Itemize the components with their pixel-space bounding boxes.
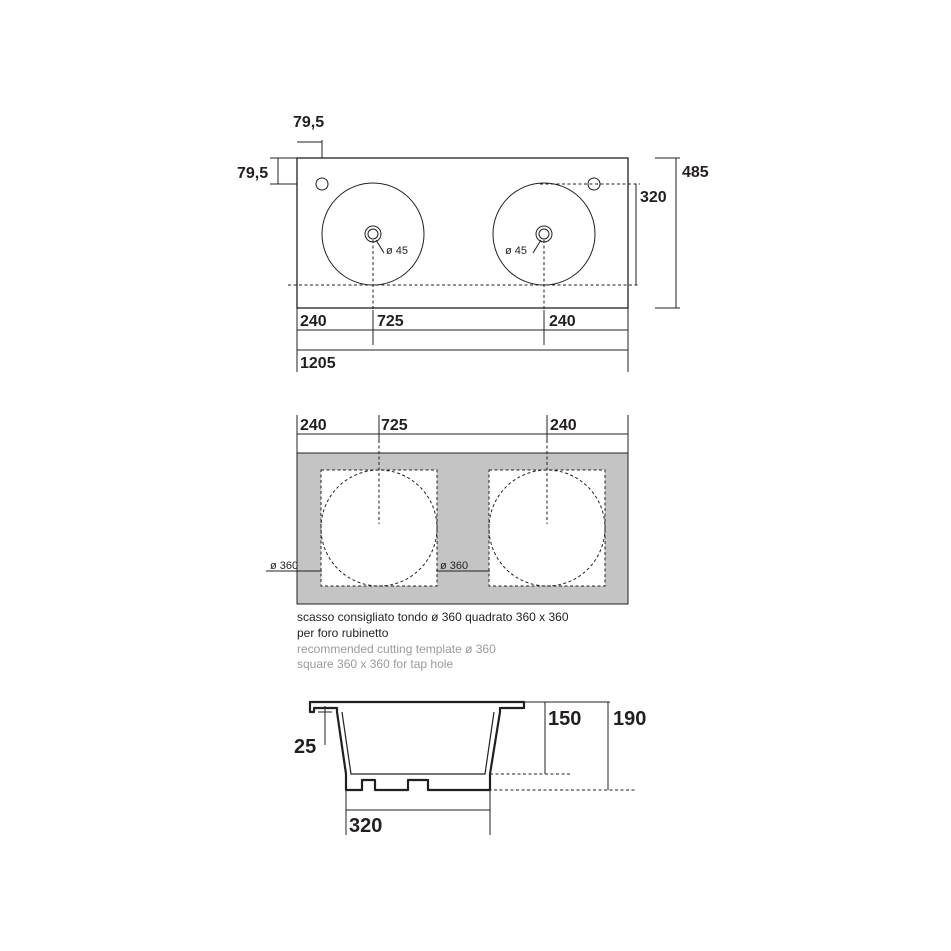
tap-hole-left — [315, 177, 329, 191]
dim-tap-y-label: 79,5 — [237, 165, 268, 182]
dim-total-label: 1205 — [300, 355, 336, 372]
dim-depth-label: 485 — [682, 164, 709, 181]
tap-hole-right — [587, 177, 601, 191]
drain-left-inner — [367, 228, 379, 240]
dim-left-label: 240 — [300, 313, 327, 330]
basin-inner-line — [341, 711, 495, 775]
cutout-dim-left-label: 240 — [300, 417, 327, 434]
dim-tap-x-label: 79,5 — [293, 114, 324, 131]
cutout-dim-right-label: 240 — [550, 417, 577, 434]
cutout-circle-right — [488, 469, 606, 587]
cutout-square-left — [320, 469, 438, 587]
dim-width-label: 320 — [349, 815, 382, 837]
drain-right-label: ø 45 — [505, 245, 527, 257]
dim-total-height-label: 190 — [613, 708, 646, 730]
cutout-circle-left-label: ø 360 — [270, 560, 298, 572]
dim-bowl-center-label: 320 — [640, 189, 667, 206]
section-view: 25 150 190 320 — [294, 700, 646, 837]
cutout-square-right — [488, 469, 606, 587]
drain-left-leader — [375, 239, 385, 254]
cutout-circle-left — [320, 469, 438, 587]
drain-right-inner — [538, 228, 550, 240]
top-view: ø 45 ø 45 79,5 79,5 320 485 240 725 — [237, 114, 709, 372]
dim-rim-label: 25 — [294, 736, 316, 758]
drain-right-leader — [532, 239, 542, 254]
dim-inner-depth-label: 150 — [548, 708, 581, 730]
note-en-line1: recommended cutting template ø 360 — [297, 642, 496, 656]
note-it-line2: per foro rubinetto — [297, 626, 389, 640]
basin-section-profile — [308, 700, 526, 792]
dim-right-label: 240 — [549, 313, 576, 330]
note-it-line1: scasso consigliato tondo ø 360 quadrato … — [297, 610, 569, 624]
cutout-circle-right-label: ø 360 — [440, 560, 468, 572]
drain-right — [535, 225, 553, 243]
note-en-line2: square 360 x 360 for tap hole — [297, 657, 453, 671]
cutout-dim-middle-label: 725 — [381, 417, 408, 434]
cutout-view: 240 725 240 ø 360 ø 360 scasso consiglia… — [266, 415, 629, 671]
drain-left — [364, 225, 382, 243]
dim-middle-label: 725 — [377, 313, 404, 330]
countertop-outline — [296, 157, 629, 309]
drain-left-label: ø 45 — [386, 245, 408, 257]
